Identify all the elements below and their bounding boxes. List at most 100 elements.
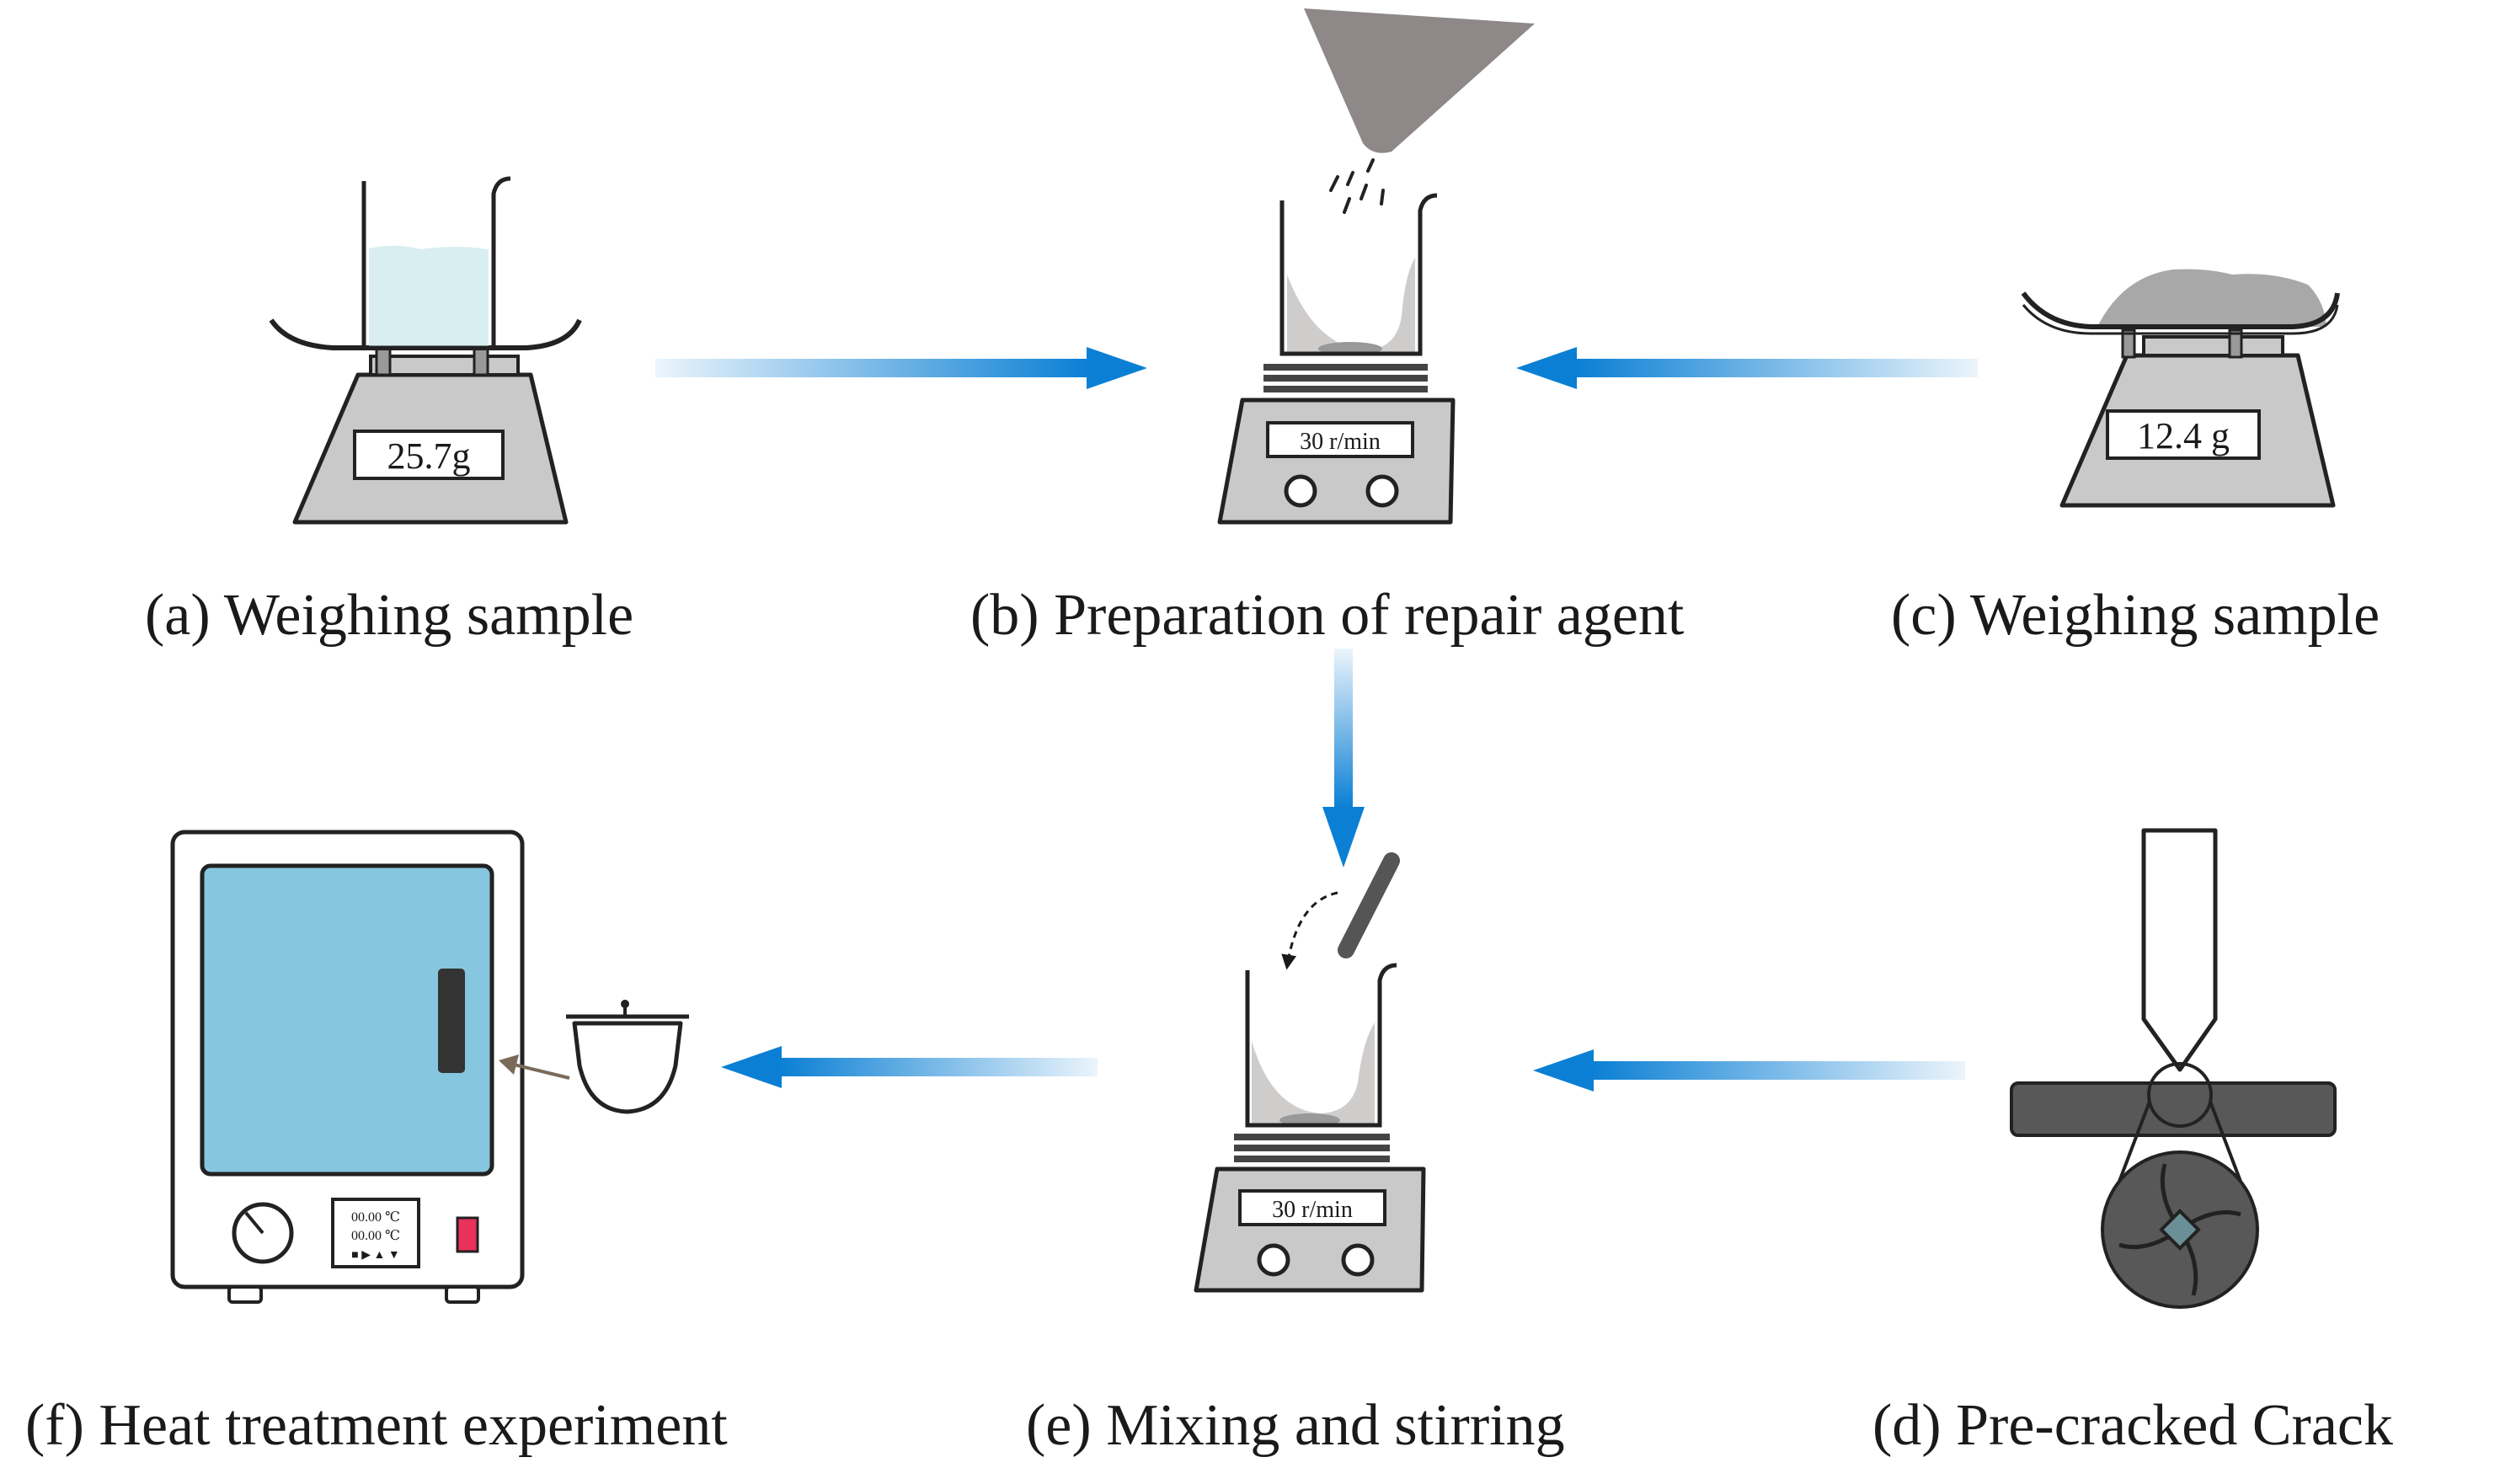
beaker-b-mixture (1287, 258, 1415, 354)
specimen-bar (2010, 1081, 2337, 1137)
insert-arrow-shaft (506, 1061, 570, 1080)
beaker-e-glass (1245, 963, 1397, 1128)
oven-foot-left (227, 1285, 263, 1304)
stirrer-e-knob-left (1257, 1243, 1290, 1277)
arrow-d-to-e (1533, 1049, 1965, 1092)
stirrer-b-knob-left (1284, 474, 1317, 508)
scale-a-leg-right (473, 345, 489, 376)
arrow-a-to-b (655, 347, 1147, 389)
caption-d: (d) Pre-cracked Crack (1872, 1393, 2393, 1458)
stirrer-b-plate-2 (1263, 375, 1428, 382)
caption-a: (a) Weighing sample (145, 583, 634, 648)
beaker-e-mixture (1252, 1022, 1375, 1124)
arrow-a-to-b-shaft (655, 359, 1089, 377)
scale-a-reading: 25.7g (387, 435, 471, 477)
stirring-rod (1338, 852, 1400, 958)
arrow-b-to-e-head (1322, 807, 1365, 867)
scale-c-neck (2142, 335, 2284, 357)
oven-display-line-2: 00.00 ℃ (351, 1229, 400, 1243)
powder-particle (1329, 175, 1339, 192)
scale-c-leg-left (2121, 328, 2136, 359)
scale-a-leg-left (375, 345, 392, 376)
scale-c: 12.4 g (2059, 328, 2336, 508)
magnify-circle (2147, 1062, 2213, 1128)
scale-c-display (2106, 409, 2261, 460)
powder-particle (1360, 184, 1368, 200)
beaker-b (1279, 193, 1438, 356)
arrow-e-to-f-shaft (779, 1058, 1098, 1076)
indenter (2141, 828, 2218, 1072)
arrow-d-to-e-shaft (1590, 1061, 1965, 1080)
powder-particle (1366, 158, 1375, 173)
caption-e: (e) Mixing and stirring (1026, 1393, 1565, 1458)
caption-f: (f) Heat treatment experiment (25, 1393, 728, 1458)
arrow-c-to-b-head (1516, 347, 1577, 389)
stirrer-b-display (1266, 421, 1414, 458)
oven-control-panel (331, 1198, 420, 1268)
stirrer-e-body (1194, 1166, 1426, 1293)
caption-c: (c) Weighing sample (1891, 583, 2380, 648)
oven-window (200, 863, 494, 1177)
arrow-c-to-b (1516, 347, 1978, 389)
powder-particle (1343, 197, 1351, 214)
powder-particle (1380, 189, 1385, 206)
beaker-e (1245, 963, 1397, 1128)
oven-power-switch (456, 1216, 479, 1253)
beaker-a-glass (361, 176, 511, 350)
insert-arrow-head (499, 1054, 519, 1075)
arrow-d-to-e-head (1533, 1049, 1594, 1092)
oven-foot-right (445, 1285, 480, 1304)
stirrer-e: 30 r/min (1194, 1134, 1426, 1293)
scale-c-reading: 12.4 g (2137, 415, 2230, 456)
stirrer-e-plate-3 (1234, 1156, 1390, 1162)
scale-a: 25.7g (292, 345, 569, 525)
stirrer-b-plate-3 (1263, 386, 1428, 392)
panel-c-illustration: 12.4 g (2021, 269, 2340, 508)
crucible-bowl (572, 1021, 683, 1114)
panel-a-illustration: 25.7g (269, 176, 582, 525)
oven-control-buttons: ■ ▶ ▲ ▼ (351, 1249, 399, 1262)
crucible-lid-knob-top (621, 1000, 629, 1008)
stirring-motion-arrow (1281, 891, 1338, 970)
powder-particle (1346, 171, 1354, 186)
oven-door-handle (438, 969, 465, 1073)
arrow-e-to-f (721, 1046, 1098, 1088)
stirrer-e-reading: 30 r/min (1272, 1197, 1353, 1223)
stirrer-e-display (1238, 1189, 1386, 1226)
stirrer-b-reading: 30 r/min (1300, 429, 1381, 455)
crucible (566, 1000, 689, 1114)
caption-b: (b) Preparation of repair agent (970, 583, 1685, 648)
stirrer-b-knob-right (1365, 474, 1399, 508)
scale-a-display (353, 430, 505, 480)
scale-c-pan (2021, 291, 2340, 329)
oven-gauge-needle (244, 1211, 264, 1235)
panel-e-illustration: 30 r/min (1194, 852, 1426, 1293)
beaker-a-liquid (369, 245, 489, 348)
arrow-b-to-e (1322, 649, 1365, 867)
stirrer-e-plate-1 (1234, 1134, 1390, 1140)
scale-c-leg-right (2228, 328, 2243, 359)
stirrer-b: 30 r/min (1217, 364, 1456, 525)
pouring-scoop (1304, 8, 1535, 153)
scale-c-pan-rim (2022, 304, 2339, 335)
beaker-b-glass (1279, 193, 1438, 356)
arrow-a-to-b-head (1087, 347, 1147, 389)
stirrer-e-plate-2 (1234, 1145, 1390, 1151)
panel-b-illustration: 30 r/min (1217, 8, 1535, 525)
arrow-e-to-f-head (721, 1046, 782, 1088)
indent-mark (2159, 1209, 2201, 1251)
scale-a-neck (369, 355, 520, 376)
powder-heap (2097, 269, 2326, 327)
panel-d-illustration (2010, 828, 2337, 1309)
stirrer-b-body (1217, 398, 1456, 525)
oven-display-line-1: 00.00 ℃ (351, 1210, 400, 1225)
arrow-c-to-b-shaft (1575, 359, 1978, 377)
arrow-b-to-e-shaft (1334, 649, 1353, 809)
panel-f-illustration: 00.00 ℃ 00.00 ℃ ■ ▶ ▲ ▼ (170, 830, 689, 1304)
beaker-a (361, 176, 511, 350)
stirrer-b-plate-1 (1263, 364, 1428, 371)
falling-powder (1329, 158, 1385, 214)
scale-a-pan (269, 318, 582, 350)
